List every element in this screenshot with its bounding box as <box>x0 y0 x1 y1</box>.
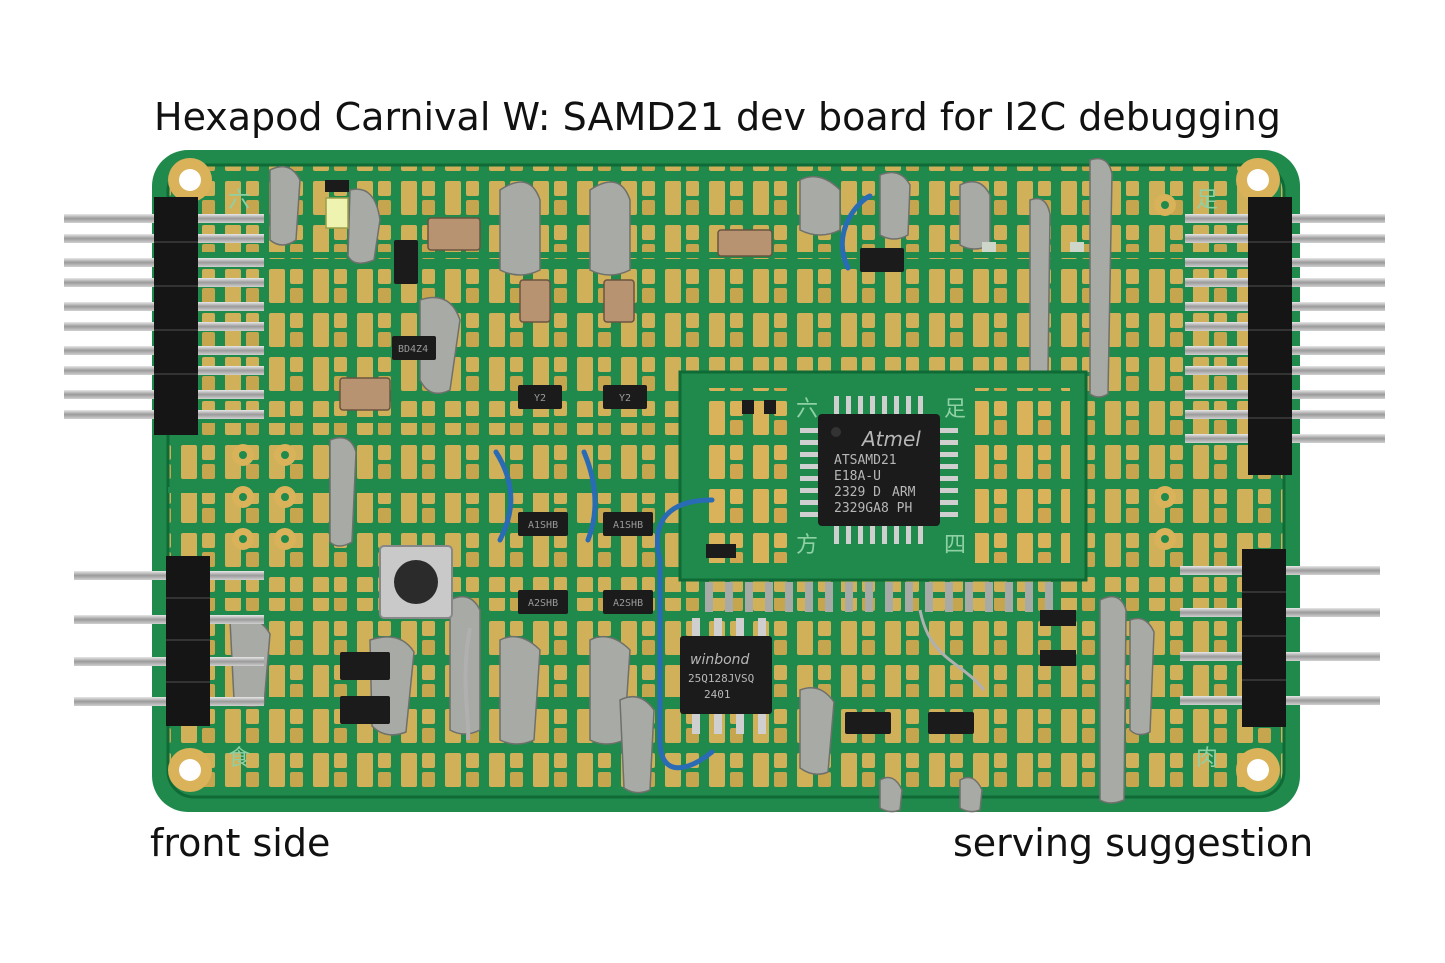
right-top-header <box>1185 197 1385 475</box>
flash-chip-group <box>680 618 772 734</box>
sot-label-6: A2SHB <box>528 598 558 609</box>
sot-label-4: A1SHB <box>528 520 558 531</box>
flash-date: 2401 <box>704 688 731 701</box>
silk-top-left: 六 <box>228 188 250 213</box>
mcu-line4: 2329GA8 PH <box>834 501 912 516</box>
flash-part: 25Q128JVSQ <box>688 672 754 685</box>
silk-bottom-left: 食 <box>228 746 250 771</box>
sot-labels: BD4Z4 Y2 Y2 A1SHB A1SHB A2SHB A2SHB <box>398 344 643 609</box>
led-small-2 <box>1070 242 1084 252</box>
silkscreen-glyphs: 六 足 食 肉 六 足 方 四 <box>228 188 1218 771</box>
mcu-line1: ATSAMD21 <box>834 453 897 468</box>
sot-label-5: A1SHB <box>613 520 643 531</box>
photo-title: Hexapod Carnival W: SAMD21 dev board for… <box>154 95 1281 139</box>
flash-chip <box>680 636 772 714</box>
solder-blobs <box>229 157 1155 813</box>
sot-label-3: Y2 <box>619 393 631 404</box>
resistors <box>325 180 1076 666</box>
sot-transistors <box>340 248 974 734</box>
silk-inner-top-left: 六 <box>796 397 818 422</box>
silk-inner-bottom-left: 方 <box>796 533 818 558</box>
flash-brand: winbond <box>690 652 750 668</box>
mcu-markings: Atmel ATSAMD21 E18A-U 2329 D ARM 2329GA8… <box>834 427 921 516</box>
sot-label-2: Y2 <box>534 393 546 404</box>
left-pad-column <box>232 194 1176 550</box>
left-bottom-header <box>74 556 264 726</box>
bare-wire <box>463 627 472 741</box>
capacitors <box>339 217 773 411</box>
caption-serving-suggestion: serving suggestion <box>953 821 1314 865</box>
mounting-holes <box>168 158 1280 792</box>
sot-label-1: BD4Z4 <box>398 344 428 355</box>
silk-top-right: 足 <box>1196 188 1218 213</box>
bare-wire-2 <box>918 609 986 691</box>
mcu-line2: E18A-U <box>834 469 881 484</box>
mcu-line3b: ARM <box>892 485 916 500</box>
silk-bottom-right: 肉 <box>1196 746 1218 771</box>
blue-jumper-wires <box>493 193 873 771</box>
push-button <box>379 545 453 619</box>
led-small-1 <box>982 242 996 252</box>
led-yellow <box>325 197 349 229</box>
mcu-logo: Atmel <box>860 427 921 451</box>
left-top-header <box>64 197 264 435</box>
module-edge-pins <box>705 582 1053 612</box>
flash-markings: winbond 25Q128JVSQ 2401 <box>688 652 754 701</box>
silk-inner-bottom-right: 四 <box>944 533 966 558</box>
mcu-pins <box>800 396 958 544</box>
mcu-chip <box>818 414 940 526</box>
silk-inner-top-right: 足 <box>944 397 966 422</box>
sot-label-7: A2SHB <box>613 598 643 609</box>
right-bottom-header <box>1180 549 1380 727</box>
caption-front-side: front side <box>150 821 331 865</box>
mcu-line3: 2329 D <box>834 485 881 500</box>
